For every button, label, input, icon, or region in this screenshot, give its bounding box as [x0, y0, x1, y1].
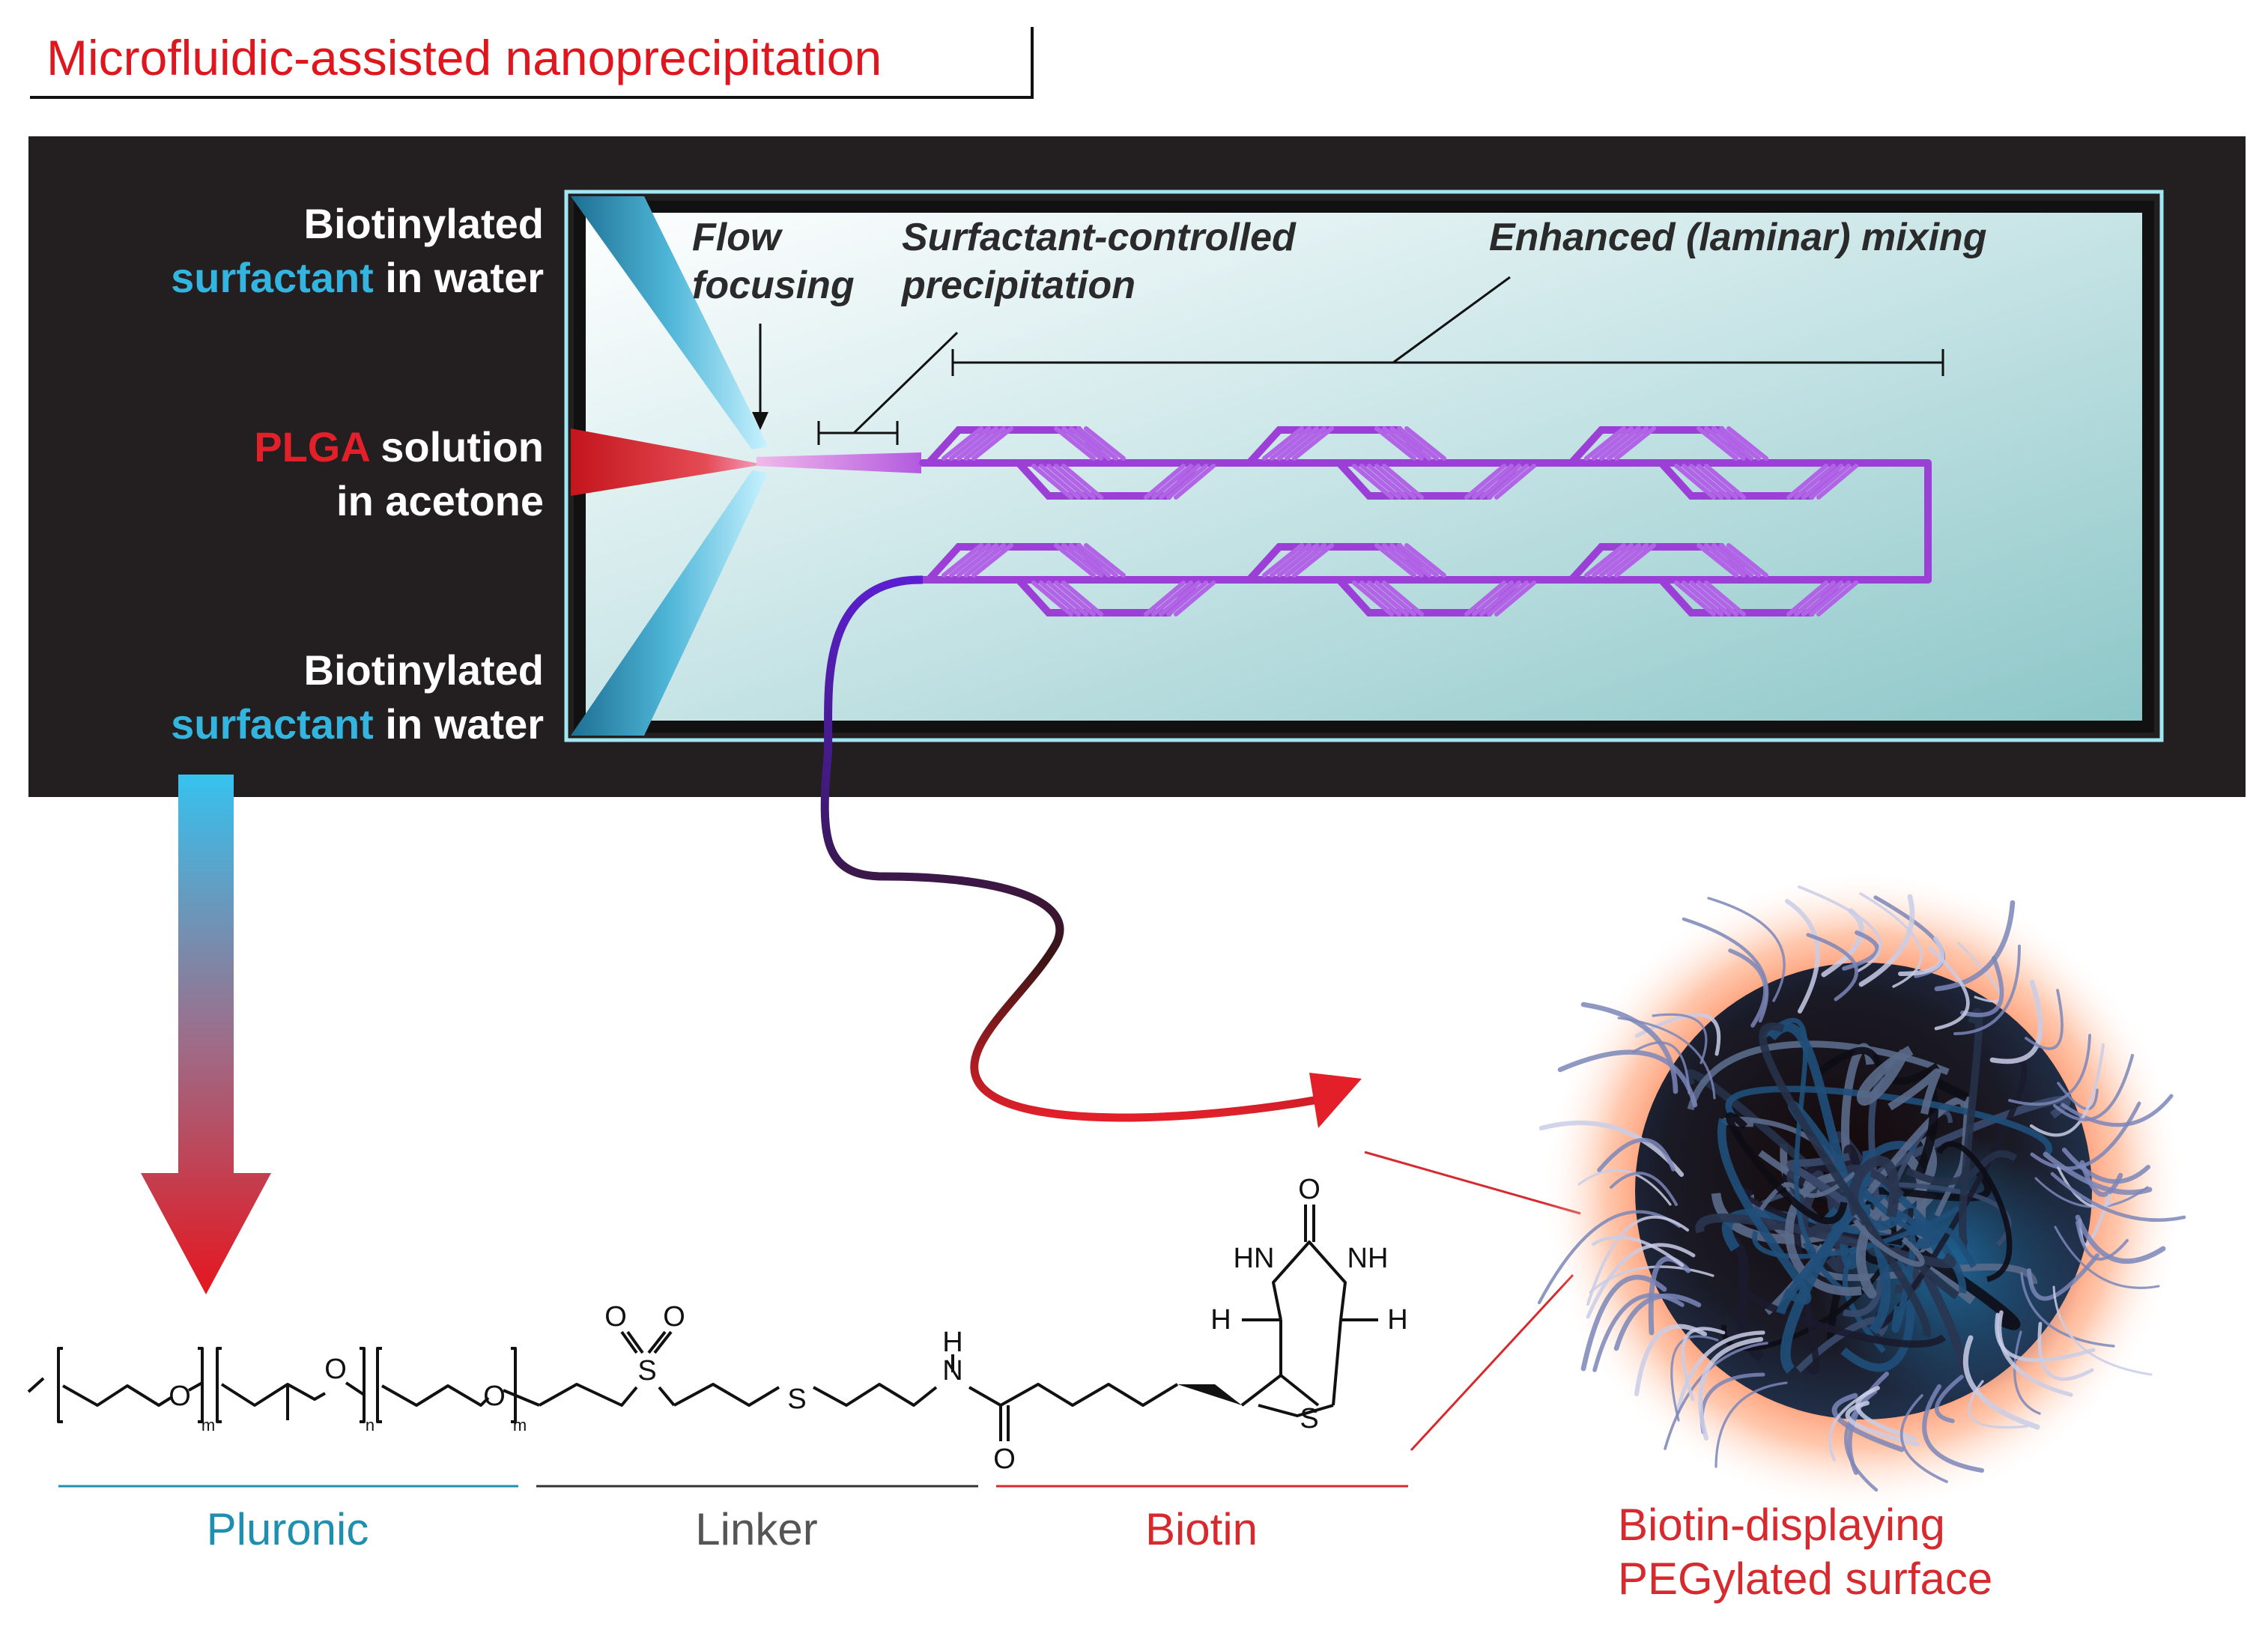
precipitation-line2: precipitation [900, 264, 1135, 307]
caption-line2: PEGylated surface [1618, 1554, 1992, 1604]
inlet-labels: Biotinylated surfactant in water PLGA so… [171, 200, 544, 748]
subscript-m-1: m [201, 1416, 215, 1434]
subscript-n: n [366, 1416, 375, 1434]
linker-label: Linker [695, 1504, 817, 1554]
chip-outer-frame [564, 190, 2164, 742]
peg-strands [1537, 885, 2186, 1492]
subscript-m-2: m [513, 1416, 527, 1434]
outlet-tubing [820, 575, 1319, 1122]
top-inlet-line1: Biotinylated [304, 200, 544, 247]
nanoparticle [1537, 869, 2186, 1513]
atom-o-amide: O [993, 1443, 1016, 1475]
precipitation-line1: Surfactant-controlled [902, 216, 1297, 259]
atom-o-sulfone-2: O [663, 1301, 685, 1333]
precipitation-bracket [817, 331, 959, 445]
mid-inlet-line2: in acetone [336, 477, 544, 524]
pluronic-label: Pluronic [207, 1504, 369, 1554]
particle-caption: Biotin-displaying PEGylated surface [1618, 1500, 1992, 1604]
title-box: Microfluidic-assisted nanoprecipitation [30, 27, 1034, 99]
bottom-inlet-line2: surfactant in water [171, 700, 544, 748]
atom-o-2: O [324, 1354, 347, 1385]
annotation-labels: Flow focusing Surfactant-controlled prec… [692, 216, 1987, 307]
top-inlet-cone [571, 196, 768, 449]
atom-nh-right: NH [1347, 1243, 1389, 1274]
surfactant-down-arrow [141, 775, 271, 1294]
focused-jet [756, 452, 921, 473]
atom-s-ring: S [1300, 1403, 1318, 1434]
chemical-structure [27, 1205, 1378, 1441]
atom-h-left: H [1210, 1304, 1231, 1336]
atom-o-1: O [169, 1381, 191, 1412]
top-inlet-line2: surfactant in water [171, 254, 544, 301]
atom-s-sulfone: S [637, 1355, 656, 1387]
atom-o-urea: O [1298, 1174, 1321, 1205]
bottom-inlet-line1: Biotinylated [304, 646, 544, 694]
outlet-arrowhead [1309, 1073, 1362, 1128]
bottom-inlet-cone [571, 470, 768, 736]
atom-h-right: H [1387, 1304, 1407, 1336]
caption-line1: Biotin-displaying [1618, 1500, 1945, 1550]
atom-s-thioether: S [787, 1384, 806, 1415]
atom-o-3: O [483, 1381, 506, 1412]
flow-focusing-line2: focusing [692, 264, 855, 307]
chemical-atom-labels: O m O n O m S O O S H N O O HN NH H H S [169, 1174, 1408, 1475]
atom-amide-h: H [942, 1327, 962, 1358]
mixer-channels [919, 426, 1932, 616]
atom-o-sulfone-1: O [604, 1301, 627, 1333]
mixing-label: Enhanced (laminar) mixing [1489, 216, 1987, 259]
figure-title: Microfluidic-assisted nanoprecipitation [46, 30, 882, 85]
flow-focusing-pointer [752, 324, 768, 430]
segment-labels: Pluronic Linker Biotin [58, 1485, 1408, 1554]
atom-hn-left: HN [1234, 1243, 1275, 1274]
middle-inlet-cone [571, 428, 764, 496]
biotin-label: Biotin [1145, 1504, 1258, 1554]
mixing-bracket [951, 276, 1944, 376]
atom-amide-n: N [942, 1355, 962, 1387]
flow-focusing-line1: Flow [692, 216, 783, 259]
mid-inlet-line1: PLGA solution [254, 423, 544, 470]
